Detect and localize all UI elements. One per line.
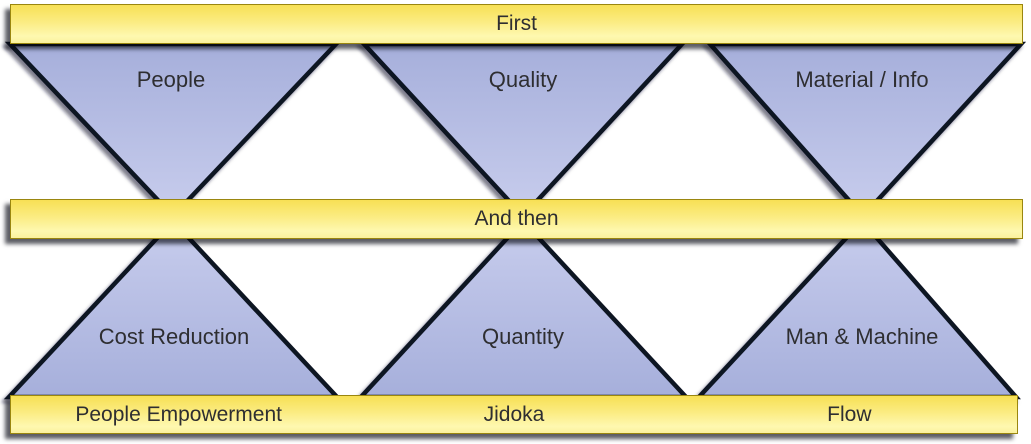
triangle-quantity	[355, 217, 692, 400]
bar-label-people-empowerment: People Empowerment	[75, 402, 282, 426]
label-cost-reduction: Cost Reduction	[98, 324, 250, 349]
bar-label-flow: Flow	[827, 402, 872, 426]
bar-first-label: First	[496, 12, 537, 35]
bar-and-then: And then	[10, 199, 1023, 239]
triangle-man-machine	[693, 217, 1021, 400]
triangle-people	[4, 41, 342, 220]
label-man-machine: Man & Machine	[785, 324, 939, 349]
label-quality: Quality	[488, 67, 558, 92]
triangle-quality	[358, 41, 688, 220]
label-quantity: Quantity	[482, 324, 564, 349]
bar-foundation: People Empowerment Jidoka Flow	[10, 395, 1018, 434]
bar-and-then-label: And then	[474, 207, 559, 230]
triangle-material-info	[704, 41, 1027, 220]
bar-first: First	[10, 4, 1023, 44]
label-people: People	[136, 67, 206, 92]
bar-label-jidoka: Jidoka	[483, 402, 545, 426]
triangle-cost-reduction	[3, 217, 343, 400]
label-material-info: Material / Info	[795, 67, 929, 92]
